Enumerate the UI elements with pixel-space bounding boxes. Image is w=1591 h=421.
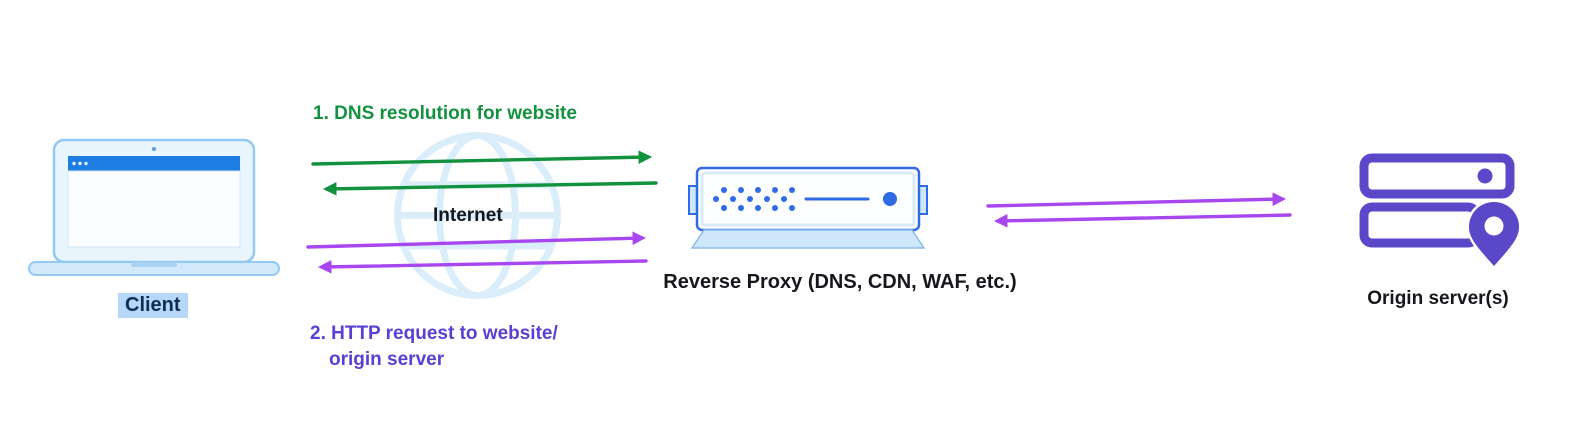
http-flow-label-line1: 2. HTTP request to website/ xyxy=(310,323,558,344)
origin-to-proxy-arrow xyxy=(993,213,1292,228)
dns-flow-label: 1. DNS resolution for website xyxy=(313,103,577,124)
http-flow-label-line2: origin server xyxy=(329,349,445,370)
location-pin-icon xyxy=(1466,199,1522,270)
reverse-proxy-label: Reverse Proxy (DNS, CDN, WAF, etc.) xyxy=(663,271,1017,293)
internet-label: Internet xyxy=(433,205,503,226)
laptop-icon xyxy=(28,138,280,276)
proxy-dot-grid xyxy=(713,187,795,211)
proxy-server-icon xyxy=(688,166,928,249)
client-label: Client xyxy=(118,293,188,318)
http-flow-label: 2. HTTP request to website/ origin serve… xyxy=(310,321,558,373)
origin-server-label: Origin server(s) xyxy=(1367,288,1509,309)
proxy-to-origin-arrow xyxy=(986,192,1287,208)
origin-servers-icon xyxy=(1359,153,1522,270)
